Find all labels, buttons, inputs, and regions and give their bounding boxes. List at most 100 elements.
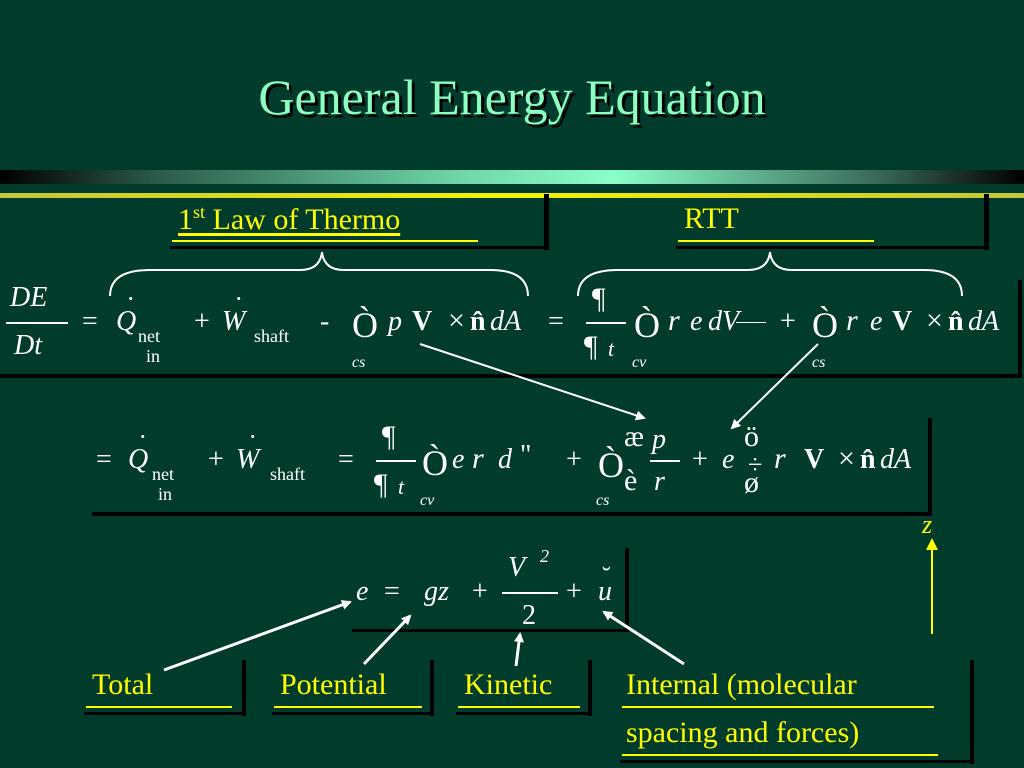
label-box-potential-bottom — [272, 712, 434, 715]
eq3-u: u — [598, 576, 612, 607]
eq3-fraction-bar — [502, 592, 558, 594]
label-total-underline — [86, 706, 232, 708]
label-box-kinetic-right — [588, 660, 592, 716]
eq1-dV-bar — [736, 322, 766, 323]
eq1-lhs-numerator: DE — [10, 282, 48, 313]
arrow-total — [163, 600, 352, 672]
eq1-partial-num: ¶ — [592, 282, 606, 315]
eq2-Q: Q — [128, 444, 149, 475]
eq2-t: t — [398, 474, 405, 499]
header-box-right-right-edge — [984, 194, 989, 250]
eq2-plus: + — [208, 444, 224, 475]
rtt-underline — [678, 240, 874, 242]
eq1-Q-dot: ˙ — [126, 292, 136, 323]
header-box-bottom-right — [676, 246, 988, 249]
eq1-partial-bar — [586, 322, 626, 324]
eq1-n-hat: n̂ — [470, 306, 486, 337]
eq1-V-2: V — [892, 306, 913, 337]
eq1-e: e — [690, 306, 703, 337]
eq1-e-2: e — [870, 306, 883, 337]
eq2-plus-2: + — [566, 444, 582, 475]
eq1-equals-2: = — [548, 306, 564, 337]
eq2-p: p — [652, 424, 666, 455]
eq2-equals: = — [96, 444, 112, 475]
eq2-V: V — [804, 444, 825, 475]
label-box-internal-bottom — [620, 760, 974, 763]
eq2-n-hat: n̂ — [860, 444, 876, 475]
label-box-potential-right — [430, 660, 434, 716]
eq1-rho-2: r — [846, 304, 858, 337]
eq1-Q: Q — [116, 306, 137, 337]
eq2-cv: cv — [420, 492, 435, 509]
z-axis-label: z — [922, 510, 933, 539]
brace-rtt — [577, 251, 963, 297]
eq2-surface-integral: Ò — [598, 445, 624, 485]
eq2-p-rho-bar — [650, 460, 680, 462]
eq3-e: e — [356, 576, 369, 607]
eq2-e-2: e — [722, 444, 735, 475]
eq3-two: 2 — [522, 600, 536, 631]
eq2-d: d — [498, 444, 512, 475]
label-potential-underline — [274, 706, 422, 708]
label-total: Total — [92, 668, 154, 701]
label-internal-line1: Internal (molecular — [626, 668, 857, 701]
eq1-lhs-fraction-bar — [6, 322, 68, 324]
brace-first-law — [109, 251, 529, 297]
eq1-partial-den: ¶ — [584, 330, 598, 363]
eq3-V-squared: 2 — [540, 546, 549, 566]
eq1-box-bottom — [0, 374, 1022, 378]
header-box-bottom — [170, 246, 548, 249]
eq1-cs: cs — [352, 354, 366, 371]
eq3-box-right — [625, 548, 629, 632]
eq1-surface-integral-2: Ò — [812, 305, 838, 345]
eq1-dA: dA — [490, 306, 522, 337]
label-box-total-right — [242, 660, 246, 716]
eq1-dot-operator-2: × — [926, 304, 943, 337]
label-box-kinetic-bottom — [456, 712, 592, 715]
eq2-quote: " — [520, 440, 532, 471]
eq1-net: net — [138, 326, 160, 346]
eq2-in: in — [158, 484, 173, 504]
arrow-kinetic — [514, 632, 524, 667]
arrow-internal — [602, 610, 685, 666]
eq1-plus: + — [194, 306, 210, 337]
eq2-equals-2: = — [338, 444, 354, 475]
eq3-box-bottom — [352, 629, 628, 632]
eq1-cs-2: cs — [812, 354, 826, 371]
title-divider — [0, 170, 1024, 184]
eq1-rho: r — [668, 304, 680, 337]
arrow-energy-term — [730, 343, 819, 430]
eq1-in: in — [146, 346, 161, 366]
eq2-dot-operator: × — [838, 442, 855, 475]
eq2-box-bottom — [92, 512, 932, 516]
eq1-dot-operator: × — [448, 304, 465, 337]
eq1-W: W — [222, 306, 246, 337]
eq2-W-dot: ˙ — [248, 430, 258, 461]
label-potential: Potential — [280, 668, 387, 701]
eq1-dV: dV — [708, 306, 740, 337]
first-law-label: 1st Law of Thermo — [178, 202, 401, 236]
eq3-plus-2: + — [566, 576, 582, 607]
eq1-p: p — [388, 306, 402, 337]
slide-title: General Energy Equation — [258, 69, 766, 125]
eq1-equals: = — [82, 306, 98, 337]
eq1-cv: cv — [632, 354, 647, 371]
eq2-net: net — [152, 464, 174, 484]
label-internal-line2: spacing and forces) — [626, 716, 860, 749]
eq2-volume-integral: Ò — [422, 443, 448, 483]
eq2-box-right — [928, 418, 932, 516]
gold-rule — [0, 193, 1024, 198]
eq2-rho-2: r — [774, 442, 786, 475]
label-kinetic: Kinetic — [464, 668, 553, 701]
eq1-volume-integral: Ò — [634, 305, 660, 345]
first-law-underline — [172, 240, 478, 242]
eq2-Q-dot: ˙ — [138, 430, 148, 461]
eq1-t: t — [608, 336, 615, 361]
eq2-paren-top: æ — [624, 420, 645, 453]
arrow-potential — [362, 614, 412, 666]
label-box-internal-right — [970, 660, 974, 764]
label-internal-underline-2 — [622, 754, 938, 756]
eq2-partial-den: ¶ — [374, 468, 388, 501]
eq2-partial-num: ¶ — [382, 420, 396, 453]
